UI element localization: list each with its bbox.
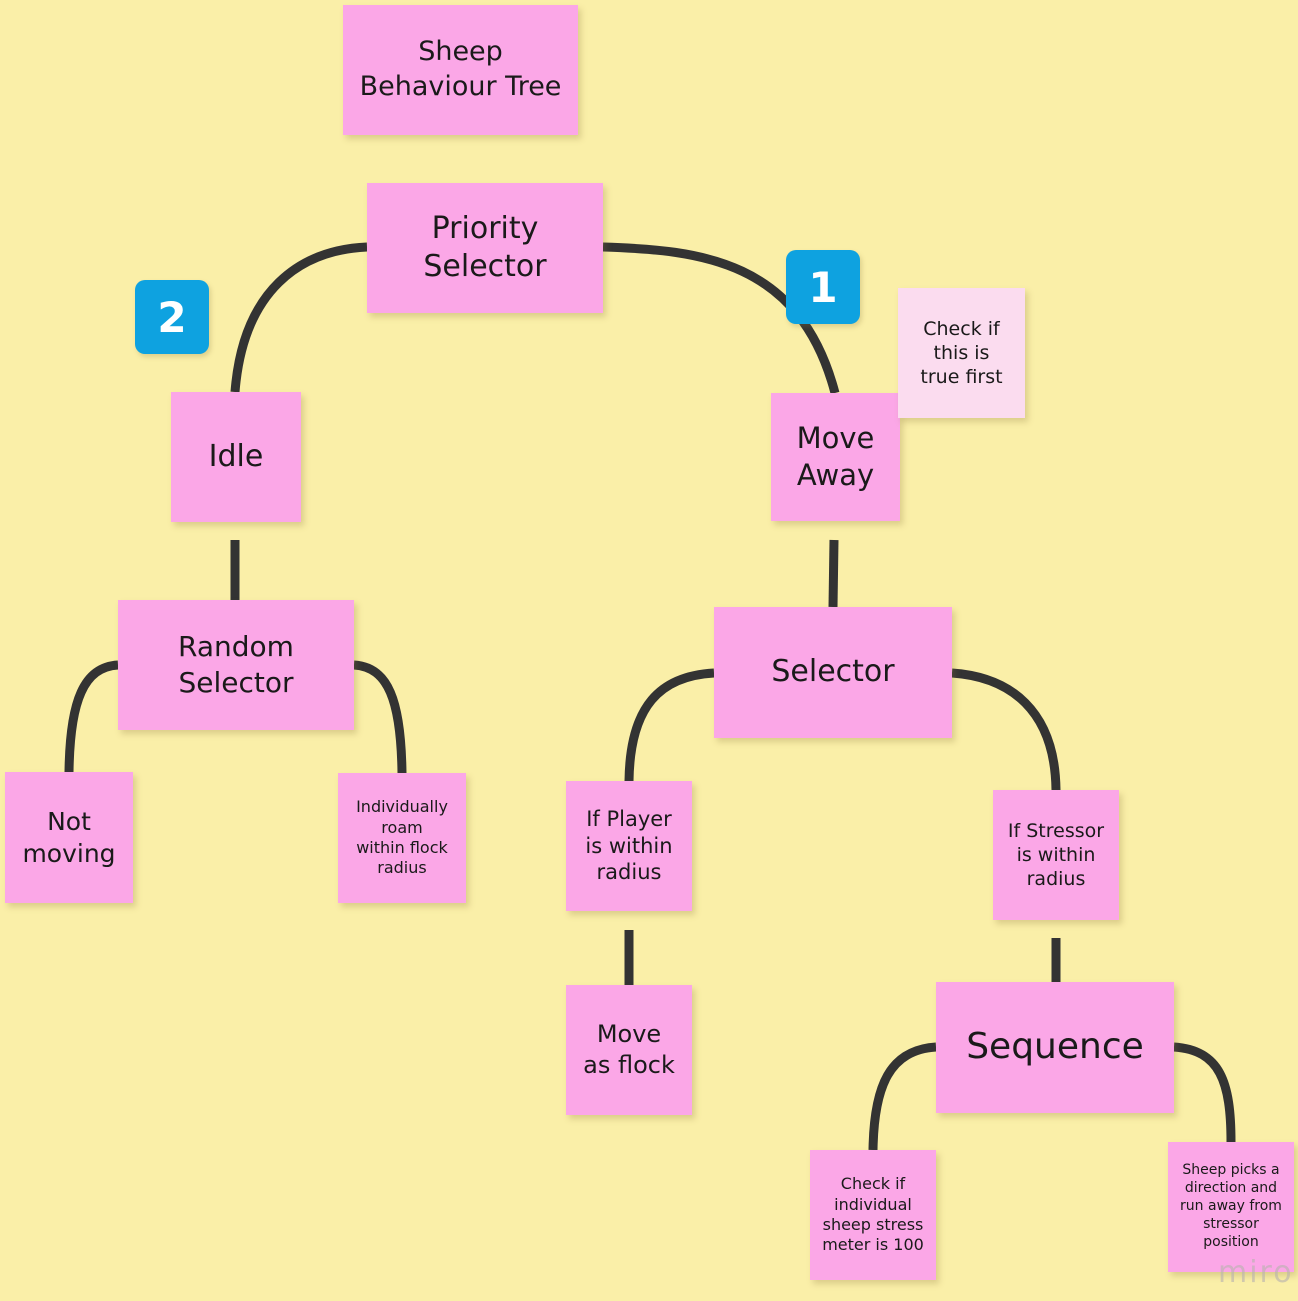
priority-badge-2[interactable]: 2 bbox=[135, 280, 209, 354]
sticky-note-checkfirst[interactable]: Check if this is true first bbox=[898, 288, 1025, 418]
sticky-note-priority[interactable]: Priority Selector bbox=[367, 183, 603, 313]
sticky-note-selector[interactable]: Selector bbox=[714, 607, 952, 738]
edge-sequence-to-checkstress bbox=[868, 1042, 937, 1151]
sticky-note-title[interactable]: Sheep Behaviour Tree bbox=[343, 5, 578, 135]
sticky-note-roam[interactable]: Individually roam within flock radius bbox=[338, 773, 466, 903]
sticky-note-checkstress[interactable]: Check if individual sheep stress meter i… bbox=[810, 1150, 936, 1280]
edge-priority-to-idle bbox=[230, 242, 368, 393]
sticky-note-sheeppicks[interactable]: Sheep picks a direction and run away fro… bbox=[1168, 1142, 1294, 1272]
sticky-note-moveflock[interactable]: Move as flock bbox=[566, 985, 692, 1115]
sticky-note-sequence[interactable]: Sequence bbox=[936, 982, 1174, 1113]
sticky-note-ifplayer[interactable]: If Player is within radius bbox=[566, 781, 692, 911]
sticky-note-notmoving[interactable]: Not moving bbox=[5, 772, 133, 903]
edge-sequence-to-sheeppicks bbox=[1173, 1042, 1236, 1143]
sticky-note-randomsel[interactable]: Random Selector bbox=[118, 600, 354, 730]
edge-randomsel-to-notmoving bbox=[64, 660, 119, 773]
priority-badge-1[interactable]: 1 bbox=[786, 250, 860, 324]
edge-selector-to-ifplayer bbox=[624, 668, 715, 782]
sticky-note-ifstressor[interactable]: If Stressor is within radius bbox=[993, 790, 1119, 920]
edge-selector-to-ifstressor bbox=[951, 668, 1061, 791]
sticky-note-moveaway[interactable]: Move Away bbox=[771, 393, 900, 521]
sticky-note-idle[interactable]: Idle bbox=[171, 392, 301, 522]
edge-randomsel-to-roam bbox=[353, 660, 407, 774]
edge-moveaway-to-selector bbox=[828, 539, 839, 608]
